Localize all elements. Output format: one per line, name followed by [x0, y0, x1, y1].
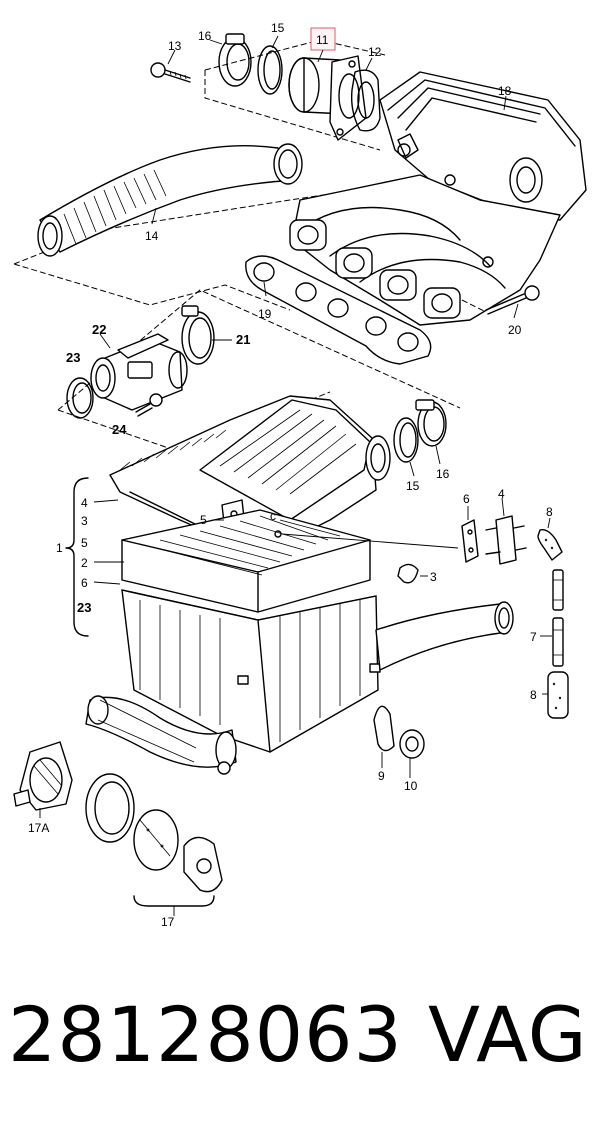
brand-name: VAG — [428, 990, 588, 1079]
part-17A — [13, 741, 73, 811]
gasket-12 — [350, 69, 381, 132]
callout-17A: 17A — [28, 821, 49, 835]
callout-7: 7 — [530, 630, 537, 644]
callout-23-lower: 23 — [77, 600, 91, 615]
screw-24 — [135, 393, 163, 417]
callout-23-top: 23 — [66, 350, 80, 365]
seal-ring-15-top — [257, 45, 283, 95]
mounting-plate-6 — [461, 519, 479, 563]
callout-4-left: 4 — [81, 496, 88, 510]
callout-leaders-left — [93, 499, 124, 585]
seal-9 — [373, 705, 395, 752]
callout-1: 1 — [56, 541, 63, 555]
air-mass-meter-22 — [90, 333, 188, 411]
bolt-13 — [150, 62, 191, 83]
callout-19: 19 — [258, 307, 272, 321]
hose-clamp-21 — [181, 305, 215, 365]
callout-10: 10 — [404, 779, 418, 793]
air-filter-lower-housing — [121, 589, 381, 753]
grommet-10 — [399, 729, 425, 759]
parts-diagram: 13 16 15 11 12 18 14 19 20 22 21 23 24 1… — [13, 21, 587, 929]
o-ring-23 — [66, 377, 94, 419]
part-17-plate — [183, 836, 223, 893]
hose-clamp-16-top — [218, 33, 252, 87]
callout-9: 9 — [378, 769, 385, 783]
hose-clamp-16-lower — [415, 399, 447, 447]
inlet-duct — [85, 695, 237, 775]
callout-24: 24 — [112, 422, 127, 437]
manifold-gasket-19 — [245, 255, 432, 365]
clip-3 — [397, 563, 428, 584]
callout-leaders-top — [39, 35, 552, 916]
part-17-cover — [133, 809, 179, 871]
seal-ring-15-lower — [393, 417, 419, 463]
bracket-group-17 — [133, 895, 215, 907]
intake-manifold — [289, 174, 561, 326]
callout-8-bottom: 8 — [530, 688, 537, 702]
callout-6-right: 6 — [463, 492, 470, 506]
callout-8-top: 8 — [546, 505, 553, 519]
outlet-duct — [375, 601, 514, 671]
point-c — [274, 530, 282, 538]
part-number: 28128063 — [8, 990, 403, 1079]
callout-21: 21 — [236, 332, 250, 347]
callout-22: 22 — [92, 322, 106, 337]
callout-3-right: 3 — [430, 570, 437, 584]
callout-3-left: 3 — [81, 514, 88, 528]
bracket-group-1 — [65, 477, 89, 637]
hose-8 — [547, 671, 569, 719]
intake-plenum-18 — [379, 71, 587, 221]
part-17-ring — [85, 773, 135, 843]
callout-5-left: 5 — [81, 536, 88, 550]
callout-16-lower: 16 — [436, 467, 450, 481]
pipe-7 — [552, 569, 564, 667]
rubber-mount-4 — [485, 515, 527, 565]
callout-4-right: 4 — [498, 487, 505, 501]
intake-hose-14 — [37, 143, 303, 257]
callout-15-top: 15 — [271, 21, 285, 35]
callout-2: 2 — [81, 556, 88, 570]
intake-connector-11 — [288, 55, 367, 141]
callout-6-left: 6 — [81, 576, 88, 590]
bolt-20 — [461, 285, 540, 315]
filter-element — [121, 509, 371, 613]
callout-13: 13 — [168, 39, 182, 53]
callout-12: 12 — [368, 45, 382, 59]
callout-14: 14 — [145, 229, 159, 243]
callout-11: 11 — [316, 33, 329, 47]
elbow-hose-8 — [537, 529, 563, 561]
callout-5-center: 5 — [200, 513, 207, 527]
callout-c: c — [270, 509, 276, 523]
callout-15-lower: 15 — [406, 479, 420, 493]
callout-16-top: 16 — [198, 29, 212, 43]
callout-18: 18 — [498, 84, 512, 98]
callout-20: 20 — [508, 323, 522, 337]
leader-c-to-mount — [281, 533, 459, 549]
callout-17: 17 — [161, 915, 175, 929]
